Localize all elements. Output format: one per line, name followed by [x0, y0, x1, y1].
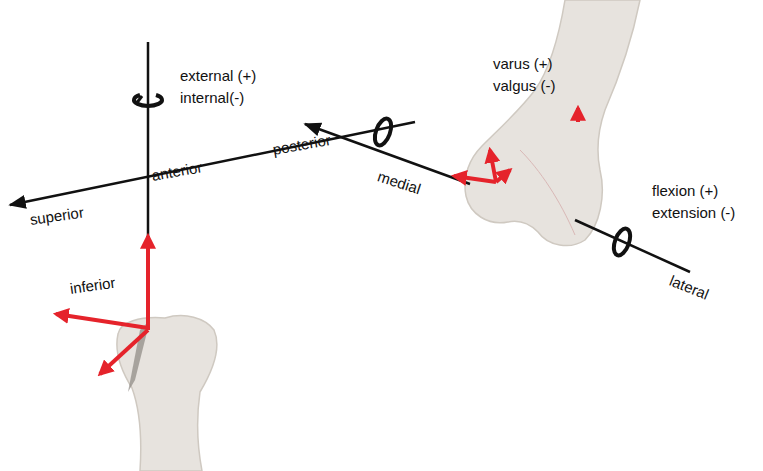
axis-label: internal(-) [180, 90, 244, 107]
red-axis-arrow [146, 236, 150, 330]
axis-label: extension (-) [652, 205, 735, 222]
axis-line [10, 122, 415, 205]
axis-line [575, 220, 690, 272]
axis-label: external (+) [180, 68, 256, 85]
axis-label: flexion (+) [652, 183, 718, 200]
tibia-bone [117, 316, 217, 471]
femur-condyle-line [520, 150, 575, 235]
axis-label: anterior [151, 159, 204, 184]
red-axis-arrow [576, 108, 580, 122]
axis-label: varus (+) [493, 56, 553, 73]
axis-label: valgus (-) [493, 78, 556, 95]
femur-bone [465, 0, 640, 246]
red-axis-arrow [100, 330, 148, 374]
red-axis-arrow [454, 176, 496, 182]
axis-label: inferior [69, 275, 117, 298]
axis-label: lateral [667, 273, 711, 304]
rotation-symbol [134, 95, 162, 106]
rotation-symbol [372, 116, 395, 147]
rotation-symbol [611, 226, 634, 257]
red-axis-arrow [490, 150, 496, 182]
axis-line [147, 42, 150, 330]
axis-label: posterior [272, 132, 332, 158]
axis-label: medial [375, 168, 422, 197]
red-axis-arrow [56, 314, 148, 328]
red-axis-arrow [496, 170, 510, 182]
axis-label: superior [29, 205, 85, 229]
rotation-symbol [136, 96, 142, 104]
